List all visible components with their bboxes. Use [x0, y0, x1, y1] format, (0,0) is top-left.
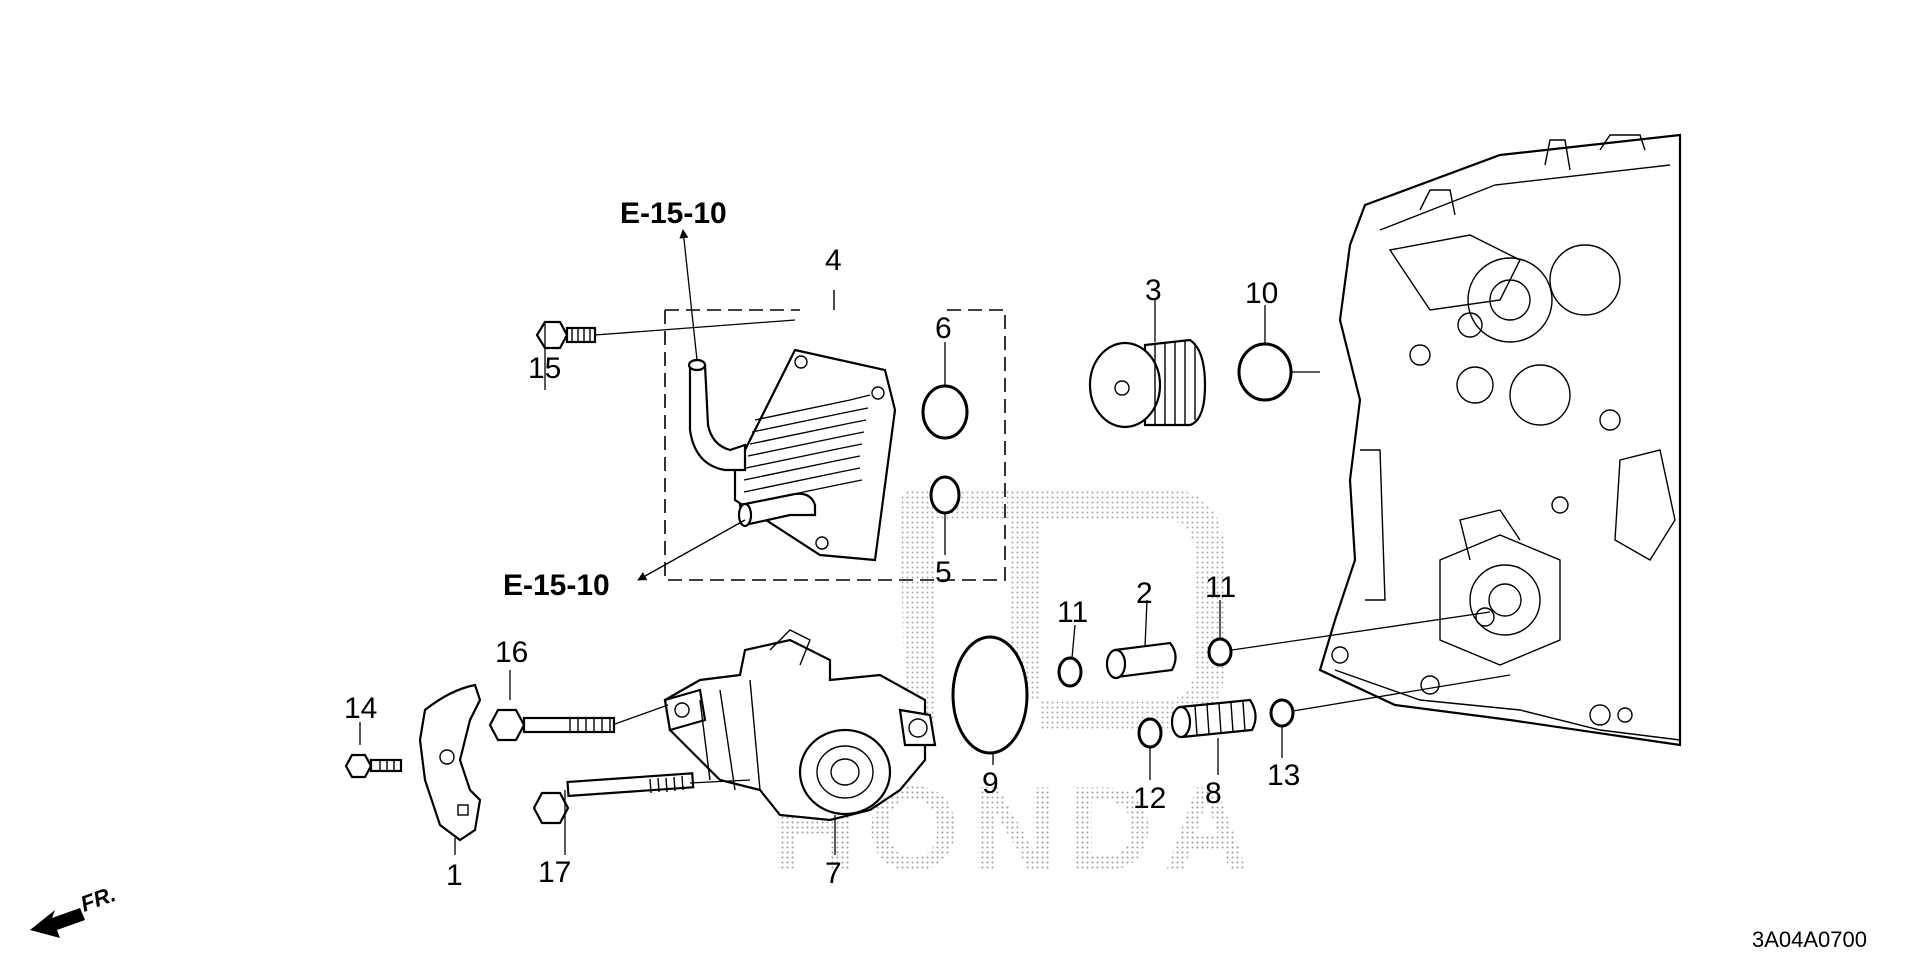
front-label: FR. [77, 881, 119, 917]
pipe-2 [1105, 641, 1177, 680]
callout-17: 17 [538, 856, 571, 889]
callout-12: 12 [1133, 782, 1166, 815]
o-ring-13 [1269, 698, 1295, 728]
callout-7: 7 [825, 857, 842, 890]
oil-cooler-group-box [664, 290, 1006, 581]
reference-label-top[interactable]: E-15-10 [620, 197, 727, 230]
bracket-1 [418, 683, 482, 842]
front-arrow-icon [30, 908, 85, 938]
callout-2: 2 [1136, 577, 1153, 610]
oil-cooler [687, 348, 897, 562]
callout-15: 15 [528, 352, 561, 385]
o-ring-11-left [1057, 656, 1083, 688]
callout-14: 14 [344, 692, 377, 725]
o-ring-9 [951, 635, 1029, 755]
reference-label-middle[interactable]: E-15-10 [503, 569, 610, 602]
bolt-14 [344, 753, 403, 779]
callout-6: 6 [935, 312, 952, 345]
callout-4: 4 [825, 244, 842, 277]
bolt-16 [488, 708, 616, 742]
callout-10: 10 [1245, 277, 1278, 310]
transmission-housing [1318, 133, 1682, 747]
callout-13: 13 [1267, 759, 1300, 792]
callout-3: 3 [1145, 274, 1162, 307]
ref-mid-arrow [637, 519, 746, 581]
bolt-15 [535, 320, 597, 350]
bolt-17 [532, 772, 695, 825]
pipe-8 [1170, 698, 1257, 739]
front-indicator: FR. [30, 881, 119, 938]
filter-element-3 [1088, 338, 1207, 429]
oil-pump-7 [663, 629, 937, 822]
callout-9: 9 [982, 767, 999, 800]
o-ring-11-right [1207, 637, 1233, 667]
callout-8: 8 [1205, 777, 1222, 810]
callout-5: 5 [935, 556, 952, 589]
o-ring-12 [1137, 717, 1163, 749]
o-ring-5 [929, 475, 961, 515]
o-ring-6 [921, 384, 969, 440]
callout-11-left: 11 [1057, 596, 1088, 629]
leader-lines [359, 298, 1511, 855]
ref-top-arrow [679, 229, 698, 361]
callout-11-right: 11 [1205, 571, 1236, 604]
callout-16: 16 [495, 636, 528, 669]
o-ring-10 [1237, 342, 1293, 402]
drawing-code: 3A04A0700 [1752, 927, 1867, 952]
callout-1: 1 [446, 859, 463, 892]
